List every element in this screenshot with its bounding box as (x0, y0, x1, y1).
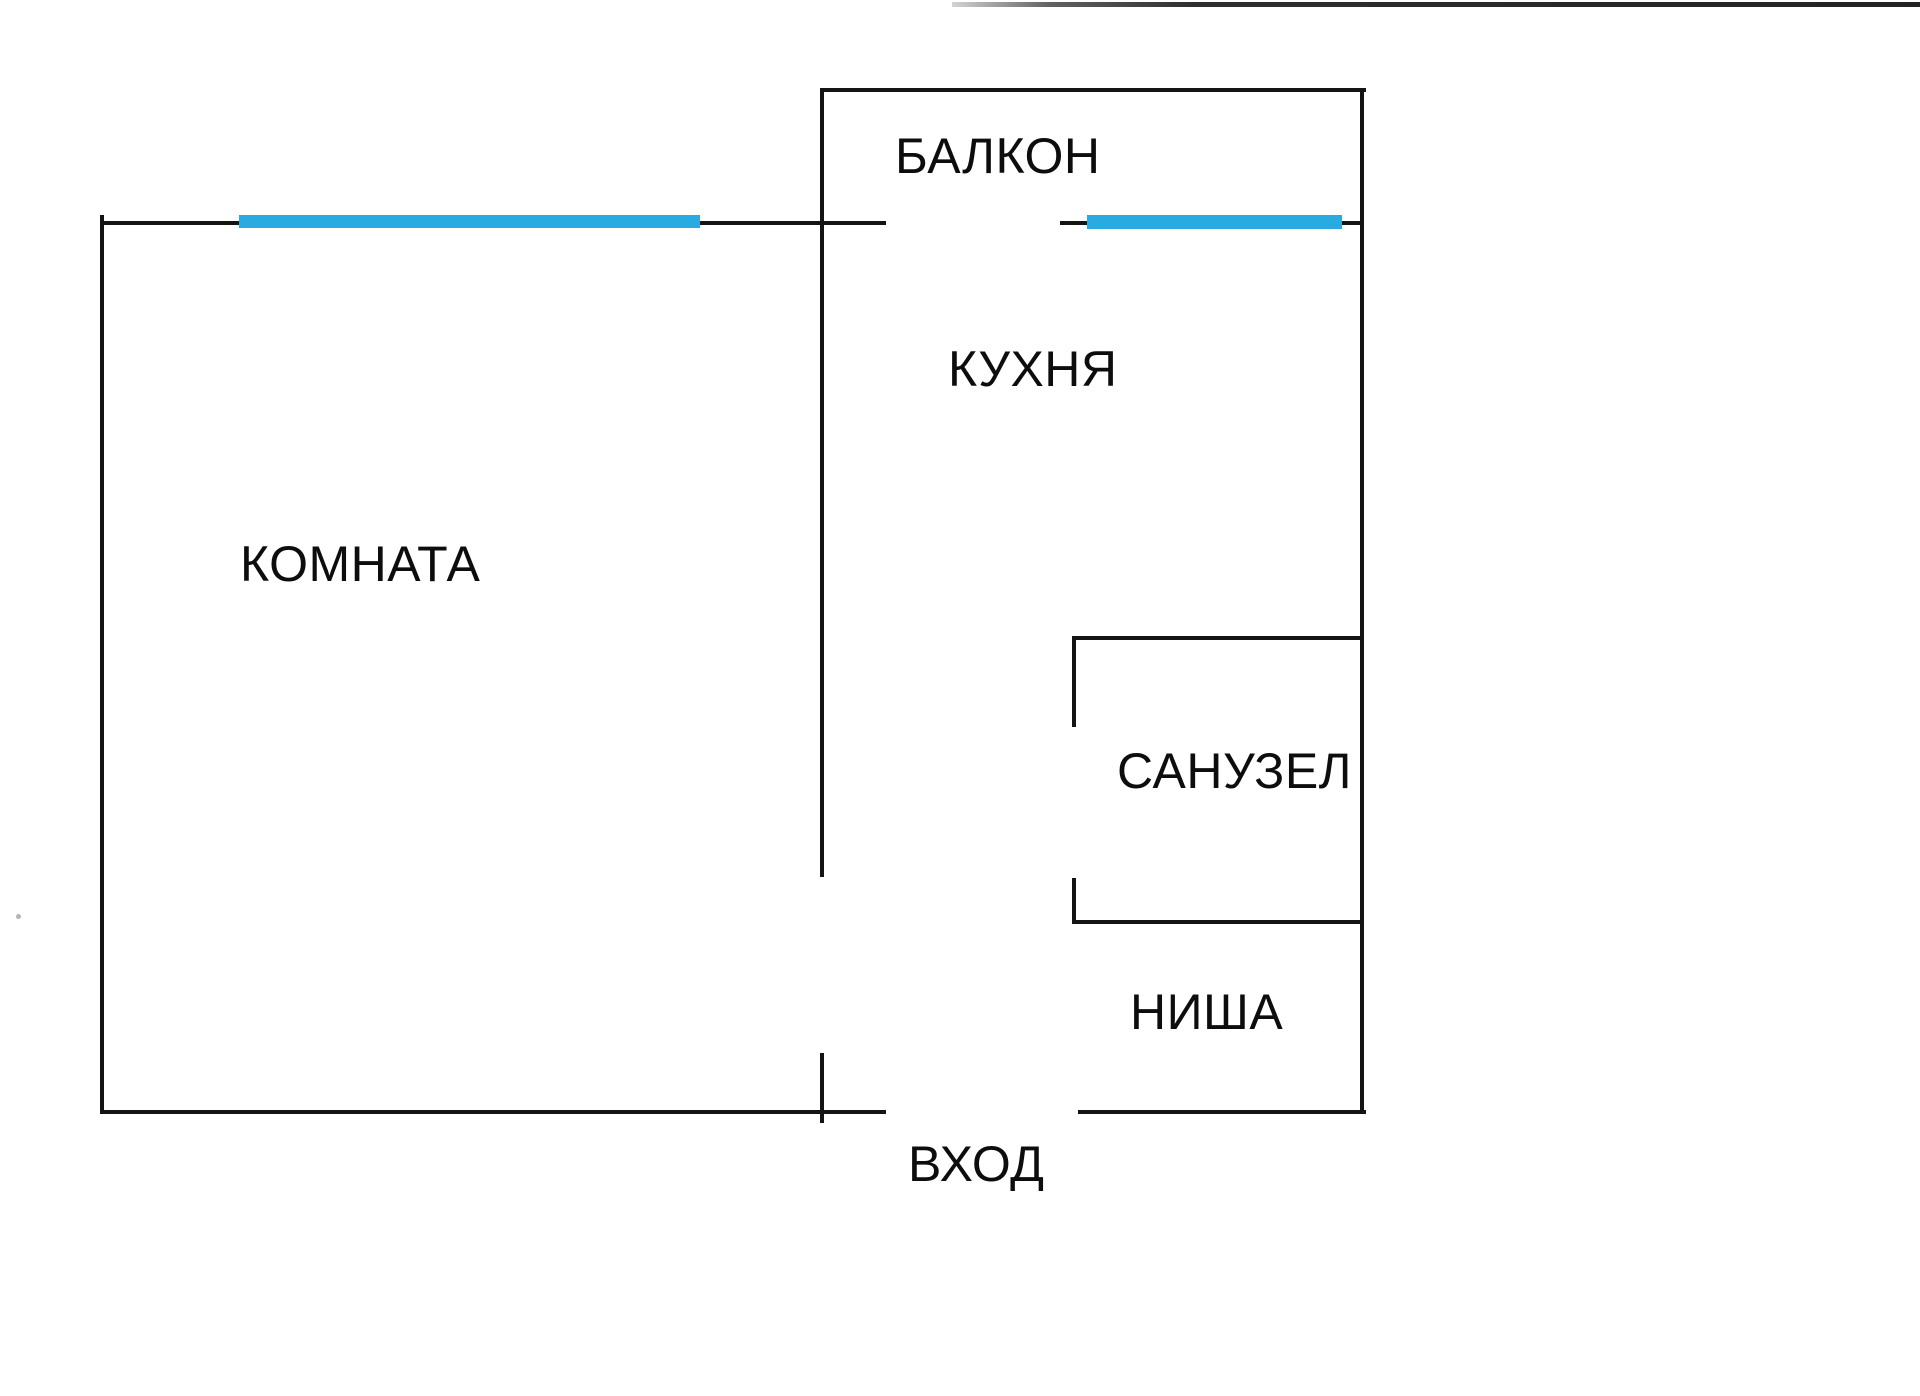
divider-wall-lower (820, 1053, 824, 1123)
label-kitchen: КУХНЯ (948, 341, 1118, 397)
bottom-wall-left (100, 1110, 886, 1114)
bottom-wall-right (1078, 1110, 1366, 1114)
label-bathroom: САНУЗЕЛ (1117, 743, 1352, 799)
room-window (239, 215, 700, 228)
bathroom-left-wall-upper (1072, 636, 1076, 727)
kitchen-window (1087, 215, 1342, 229)
bathroom-top-wall (1072, 636, 1364, 640)
room-left-wall (100, 215, 104, 1114)
label-room: КОМНАТА (240, 536, 481, 592)
scan-speck (16, 914, 21, 919)
label-niche: НИША (1130, 984, 1284, 1040)
label-balcony: БАЛКОН (895, 128, 1101, 184)
bathroom-left-wall-lower (1072, 878, 1076, 924)
label-entrance: ВХОД (908, 1136, 1045, 1192)
scan-line-top (952, 2, 1920, 7)
right-wall (1360, 88, 1364, 1114)
divider-wall-upper (820, 88, 824, 877)
balcony-top-wall (820, 88, 1366, 92)
bathroom-bottom-wall (1072, 920, 1364, 924)
